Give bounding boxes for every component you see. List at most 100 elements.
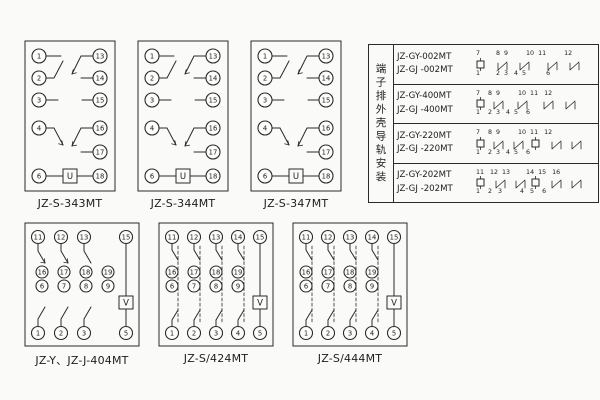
terminal-number: 9	[236, 282, 240, 290]
terminal-8: 8	[209, 279, 223, 293]
terminal-number: 1	[37, 52, 41, 60]
terminal-number: 11	[34, 233, 43, 241]
terminal-16: 16	[35, 265, 49, 279]
terminal-number: 7	[326, 282, 330, 290]
terminal-number: 13	[209, 52, 218, 60]
terminal-numbers-bottom: 1 2 3 4 5 6	[474, 148, 531, 156]
rail-table-rows: JZ-GY-002MT JZ-GJ -002MT 7 8 9 10 11 12 …	[394, 45, 598, 202]
terminal-3: 3	[208, 325, 224, 341]
terminal-1: 1	[30, 325, 46, 341]
table-row-002: JZ-GY-002MT JZ-GJ -002MT 7 8 9 10 11 12 …	[394, 45, 598, 84]
diagram-border	[158, 222, 274, 347]
terminal-12: 12	[320, 229, 336, 245]
terminal-number: 2	[37, 74, 41, 82]
terminal-6: 6	[257, 168, 273, 184]
terminal-numbers-bottom: 1 2 3 4 5 6	[474, 109, 531, 117]
terminal-number: 17	[322, 148, 331, 156]
coil-symbol	[531, 139, 540, 148]
coil-box	[62, 168, 78, 184]
terminal-number: 1	[304, 329, 308, 337]
model-name: JZ-GJ -202MT	[397, 183, 453, 194]
mount-type-vertical-label: 端子排外壳导轨安装	[369, 45, 394, 202]
terminal-number: 2	[263, 74, 267, 82]
contact-schematic	[476, 136, 582, 150]
terminal-5: 5	[252, 325, 268, 341]
terminal-13: 13	[342, 229, 358, 245]
terminal-1: 1	[257, 48, 273, 64]
diagram-caption: JZ-S-347MT	[263, 197, 329, 210]
diagram-caption: JZ-S/444MT	[317, 352, 383, 365]
terminal-number: 19	[234, 268, 243, 276]
terminal-15: 15	[318, 92, 334, 108]
terminal-number: 17	[96, 148, 105, 156]
terminal-15: 15	[205, 92, 221, 108]
model-name: JZ-GJ -220MT	[397, 144, 453, 155]
model-names: JZ-GY-400MT JZ-GJ -400MT	[397, 90, 474, 117]
terminal-9: 9	[101, 279, 115, 293]
terminal-number: 13	[80, 233, 89, 241]
terminal-number: 11	[168, 233, 177, 241]
terminal-number: 12	[190, 233, 199, 241]
terminal-4: 4	[257, 120, 273, 136]
terminal-17: 17	[187, 265, 201, 279]
coil-label: V	[391, 299, 397, 309]
contact-schematic	[476, 176, 582, 190]
contact-schematic	[476, 57, 580, 71]
internal-wiring: V	[37, 243, 134, 327]
coil-symbol	[476, 60, 485, 69]
terminal-2: 2	[257, 70, 273, 86]
terminal-2: 2	[186, 325, 202, 341]
terminal-9: 9	[365, 279, 379, 293]
terminal-3: 3	[31, 92, 47, 108]
terminal-numbers-bottom: 1 2 3 4 5 6	[474, 69, 551, 77]
terminal-number: 6	[263, 172, 267, 180]
terminal-1: 1	[298, 325, 314, 341]
terminal-16: 16	[165, 265, 179, 279]
terminal-number: 14	[368, 233, 377, 241]
terminal-number: 4	[37, 124, 41, 132]
diagram-border	[137, 40, 229, 192]
terminal-number: 16	[302, 268, 311, 276]
terminal-number: 4	[150, 124, 154, 132]
terminal-18: 18	[79, 265, 93, 279]
diagram-border	[250, 40, 342, 192]
terminal-numbers-top: 7 8 9 10 11 12	[474, 129, 553, 137]
terminal-number: 6	[170, 282, 174, 290]
terminal-9: 9	[231, 279, 245, 293]
terminal-number: 7	[62, 282, 66, 290]
terminal-number: 16	[209, 124, 218, 132]
terminal-4: 4	[364, 325, 380, 341]
terminal-19: 19	[365, 265, 379, 279]
terminal-13: 13	[205, 48, 221, 64]
terminal-14: 14	[205, 70, 221, 86]
terminal-3: 3	[76, 325, 92, 341]
terminal-13: 13	[318, 48, 334, 64]
terminal-17: 17	[318, 144, 334, 160]
terminal-number: 15	[96, 96, 105, 104]
coil-symbol	[531, 178, 540, 187]
model-name: JZ-GY-202MT	[397, 170, 452, 181]
terminal-numbers-bottom: 1 2 3 4 5 6	[474, 188, 547, 196]
coil-box	[175, 168, 191, 184]
contact-arrowheads	[284, 69, 303, 147]
terminal-5: 5	[118, 325, 134, 341]
terminal-number: 13	[96, 52, 105, 60]
terminal-3: 3	[342, 325, 358, 341]
model-names: JZ-GY-002MT JZ-GJ -002MT	[397, 51, 474, 78]
terminal-18: 18	[92, 168, 108, 184]
terminal-number: 8	[84, 282, 88, 290]
terminal-15: 15	[118, 229, 134, 245]
terminal-number: 17	[190, 268, 199, 276]
terminal-number: 1	[36, 329, 40, 337]
contact-arrangement: 7 8 9 10 11 12 1 2 3 4 5 6	[474, 51, 595, 77]
terminal-14: 14	[318, 70, 334, 86]
terminal-number: 15	[390, 233, 399, 241]
terminal-number: 16	[38, 268, 47, 276]
contact-arrangement: 7 8 9 10 11 12 1 2 3 4 5 6	[474, 90, 595, 117]
terminal-number: 4	[236, 329, 240, 337]
terminal-6: 6	[35, 279, 49, 293]
terminal-number: 18	[82, 268, 91, 276]
terminal-19: 19	[101, 265, 115, 279]
